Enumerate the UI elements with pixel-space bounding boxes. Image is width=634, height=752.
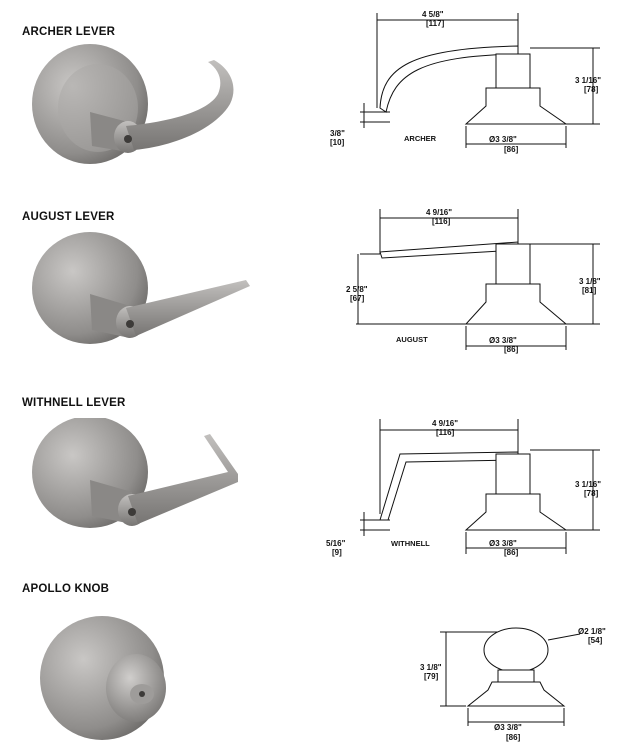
archer-tip-mm: [10] — [330, 138, 345, 147]
withnell-rose-mm: [86] — [504, 548, 519, 557]
product-title-august: AUGUST LEVER — [22, 211, 115, 223]
withnell-length-mm: [116] — [436, 428, 455, 437]
product-title-apollo: APOLLO KNOB — [22, 583, 110, 595]
apollo-rose-dim: Ø3 3/8" — [494, 723, 522, 732]
apollo-height-dim: 3 1/8" — [420, 663, 442, 672]
withnell-height-mm: [78] — [584, 489, 599, 498]
archer-height-dim: 3 1/16" — [575, 76, 601, 85]
august-rose-mm: [86] — [504, 345, 519, 354]
apollo-dimension-drawing: Ø2 1/8" [54] 3 1/8" [79] Ø3 3/8" [86] — [420, 627, 606, 742]
withnell-drawing-label: WITHNELL — [391, 539, 430, 548]
august-length-mm: [116] — [432, 217, 451, 226]
archer-length-dim: 4 5/8" — [422, 10, 444, 19]
apollo-height-mm: [79] — [424, 672, 439, 681]
archer-lever-photo — [32, 44, 234, 164]
archer-rose-dim: Ø3 3/8" — [489, 135, 517, 144]
archer-rose-mm: [86] — [504, 145, 519, 154]
archer-length-mm: [117] — [426, 19, 445, 28]
august-height-dim: 3 1/8" — [579, 277, 601, 286]
august-tip-mm: [67] — [350, 294, 365, 303]
august-dimension-drawing: 4 9/16" [116] 3 1/8" [81] 2 5/8" [67] Ø3… — [346, 208, 601, 354]
august-height-mm: [81] — [582, 286, 597, 295]
august-rose-dim: Ø3 3/8" — [489, 336, 517, 345]
apollo-knob-mm: [54] — [588, 636, 603, 645]
august-tip-dim: 2 5/8" — [346, 285, 368, 294]
archer-drawing-label: ARCHER — [404, 134, 437, 143]
withnell-lever-photo — [32, 418, 238, 528]
withnell-tip-mm: [9] — [332, 548, 342, 557]
apollo-knob-photo — [40, 616, 166, 740]
august-length-dim: 4 9/16" — [426, 208, 452, 217]
archer-tip-dim: 3/8" — [330, 129, 345, 138]
apollo-rose-mm: [86] — [506, 733, 521, 742]
withnell-height-dim: 3 1/16" — [575, 480, 601, 489]
withnell-rose-dim: Ø3 3/8" — [489, 539, 517, 548]
apollo-knob-dim: Ø2 1/8" — [578, 627, 606, 636]
product-title-archer: ARCHER LEVER — [22, 26, 116, 38]
withnell-tip-dim: 5/16" — [326, 539, 346, 548]
archer-height-mm: [78] — [584, 85, 599, 94]
withnell-dimension-drawing: 4 9/16" [116] 3 1/16" [78] 5/16" [9] Ø3 … — [326, 419, 601, 557]
withnell-length-dim: 4 9/16" — [432, 419, 458, 428]
august-lever-photo — [32, 232, 250, 344]
archer-dimension-drawing: 4 5/8" [117] 3 1/16" [78] Ø3 3/8" [86] 3… — [330, 10, 601, 154]
product-title-withnell: WITHNELL LEVER — [22, 397, 126, 409]
august-drawing-label: AUGUST — [396, 335, 428, 344]
